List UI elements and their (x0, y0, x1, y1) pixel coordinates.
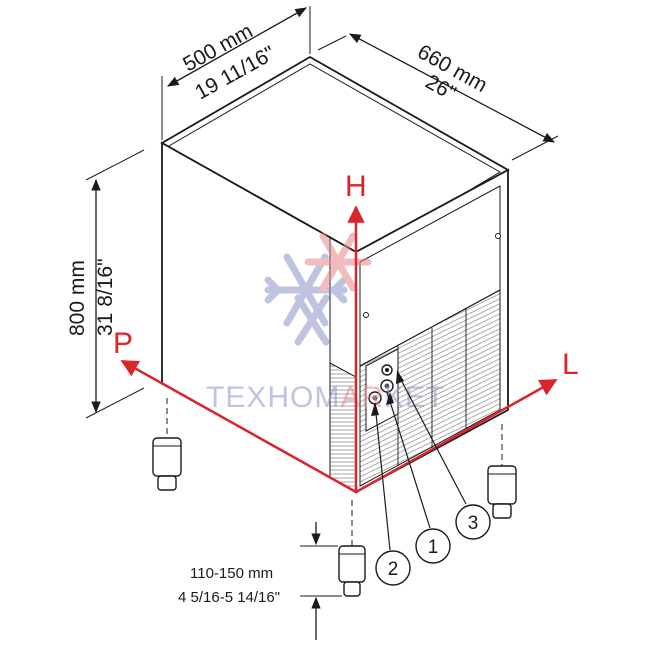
foot-front (338, 500, 366, 597)
axis-l-label: L (562, 348, 579, 381)
svg-text:3: 3 (468, 513, 479, 534)
axes: H P L (113, 170, 579, 494)
axis-h-label: H (345, 170, 367, 203)
callout-1: 1 (415, 528, 451, 564)
feet-in-label: 4 5/16-5 14/16" (178, 589, 280, 606)
snowflake-blue (264, 253, 348, 327)
svg-text:2: 2 (388, 559, 399, 580)
foot-left (152, 398, 182, 491)
watermark-logo (264, 232, 372, 346)
height-in-label: 31 8/16" (94, 258, 117, 336)
height-dimension: 800 mm 31 8/16" (66, 149, 145, 419)
snowflake-red (304, 232, 372, 292)
axis-p-line (120, 359, 357, 494)
callouts: 2 1 3 (371, 370, 491, 586)
callout-3: 3 (455, 504, 491, 540)
cabinet (160, 55, 510, 494)
axis-p-label: P (113, 327, 133, 360)
feet-mm-label: 110-150 mm (190, 565, 273, 582)
axis-l-line (355, 378, 558, 494)
callout-2: 2 (375, 550, 411, 586)
foot-right (487, 424, 517, 519)
feet (152, 398, 517, 597)
height-mm-label: 800 mm (66, 260, 89, 336)
feet-dimension: 110-150 mm 4 5/16-5 14/16" (178, 522, 342, 640)
svg-text:1: 1 (428, 537, 439, 558)
watermark-text: TEXHOMARKET (206, 381, 445, 414)
